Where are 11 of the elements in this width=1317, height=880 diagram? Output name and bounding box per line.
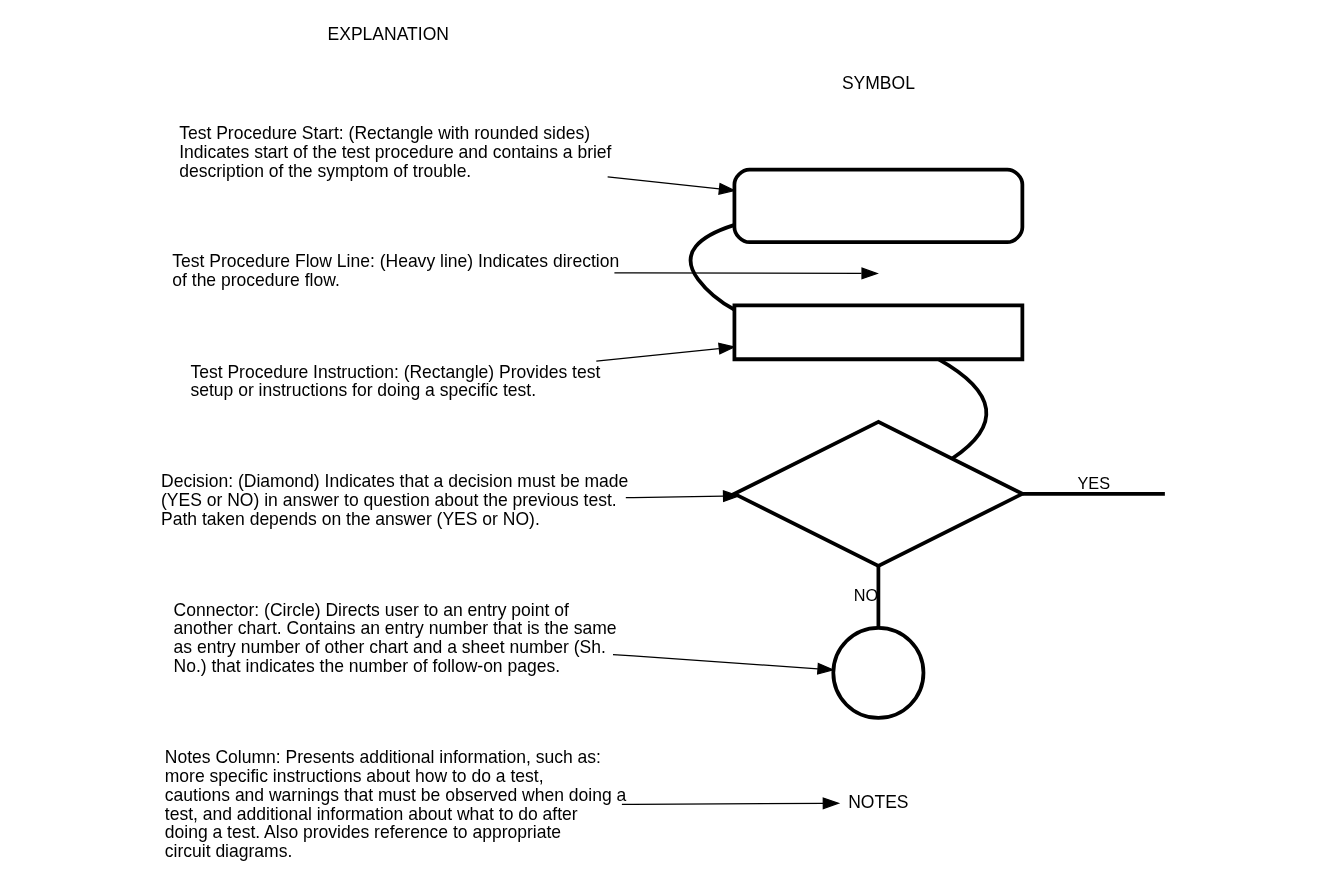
node-text: NOTES (848, 791, 909, 812)
label: EXPLANATION (327, 24, 449, 45)
node-text: Connector: (Circle) Directs user to an entry point of another chart. Contains an entry number that is the same as entry number of other chart and a sheet number (Sh. No.) that indicates the number of follow-on pages. (173, 599, 617, 676)
node-text: Test Procedure Instruction: (Rectangle) Provides test setup or instructions for doing a specific test. (190, 361, 601, 401)
edge-label: YES (1077, 474, 1111, 493)
node-text: Test Procedure Start: (Rectangle with rounded sides) Indicates start of the test procedure and contains a brief description of the symptom of trouble. (179, 123, 612, 181)
node-text: Notes Column: Presents additional information, such as: more specific instructions about how to do a test, cautions and warnings that must be observed when doing a test, and additional information about what to do after doing a test. Also provides reference to appropriate circuit diagrams. (164, 747, 627, 862)
label: SYMBOL (841, 73, 915, 94)
edge-label: NO (853, 586, 879, 605)
node-text: Test Procedure Flow Line: (Heavy line) Indicates direction of the procedure flow. (172, 251, 620, 291)
node-text: Decision: (Diamond) Indicates that a decision must be made (YES or NO) in answer to question about the previous test. Path taken depends on the answer (YES or NO). (161, 471, 629, 529)
